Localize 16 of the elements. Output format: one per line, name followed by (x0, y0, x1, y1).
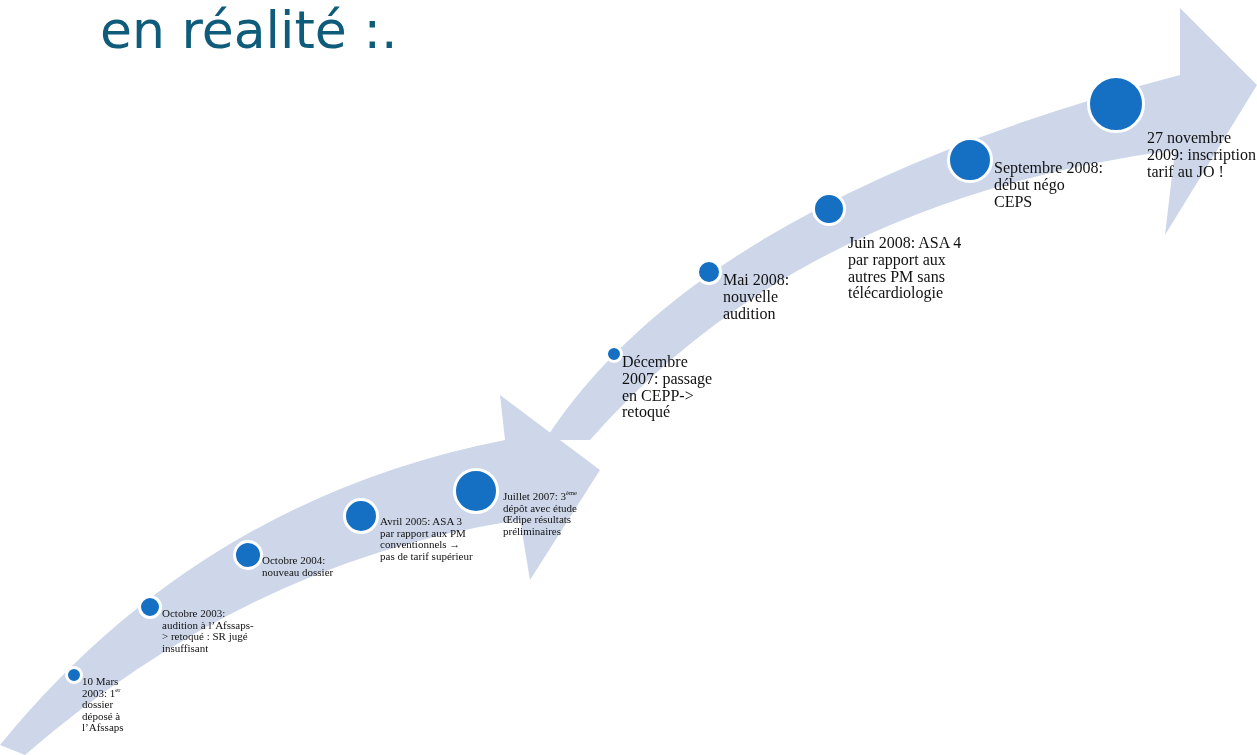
event-caption: 27 novembre 2009: inscription tarif au JO ! (1147, 130, 1257, 181)
timeline-dot (812, 192, 846, 226)
timeline-dot (696, 259, 722, 285)
timeline-dot (605, 345, 623, 363)
event-caption: Juin 2008: ASA 4 par rapport aux autres PM sans télécardiologie (848, 235, 963, 303)
event-caption: Octobre 2003: audition à l’Afssaps-> retoqué : SR jugé insuffisant (162, 608, 255, 655)
event-caption: 10 Mars 2003: 1$^{er}$ dossier déposé à l’Afssaps (82, 676, 125, 734)
event-caption: Septembre 2008: début négo CEPS (994, 160, 1104, 211)
event-caption: Décembre 2007: passage en CEPP-> retoqué (622, 354, 714, 422)
slide-title: en réalité :. (100, 0, 398, 60)
event-caption: Juillet 2007: 3$^{ème}$ dépôt avec étude Œdipe résultats préliminaires (503, 491, 578, 538)
timeline-dot (138, 595, 162, 619)
event-caption: Mai 2008: nouvelle audition (723, 272, 791, 323)
timeline-dot (65, 666, 83, 684)
event-caption: Avril 2005: ASA 3 par rapport aux PM conventionnels → pas de tarif supérieur (380, 516, 474, 563)
event-caption: Octobre 2004: nouveau dossier (262, 555, 335, 579)
